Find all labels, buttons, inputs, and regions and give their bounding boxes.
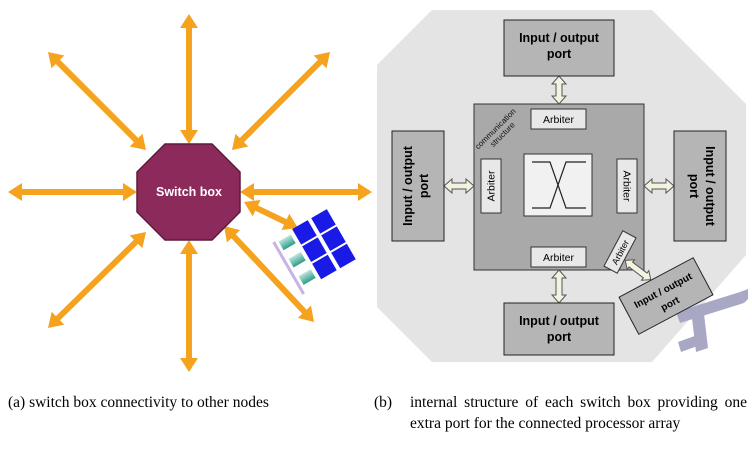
arbiter-bottom: Arbiter — [530, 246, 587, 268]
svg-text:port: port — [417, 173, 431, 198]
processor-array-silhouette — [676, 289, 748, 352]
arbiter-top: Arbiter — [530, 108, 587, 130]
arrow-to-processor-array — [244, 200, 298, 230]
crossbar-switch — [523, 153, 593, 217]
io-port-left[interactable]: Input / output port — [391, 130, 445, 242]
svg-text:Arbiter: Arbiter — [543, 114, 574, 126]
arrow-north — [180, 14, 198, 144]
switch-box-label: Switch box — [156, 185, 222, 199]
chip — [302, 237, 327, 262]
caption-a: (a) switch box connectivity to other nod… — [8, 394, 269, 411]
diagram-canvas: Switch box communication structure Arbit… — [8, 10, 748, 372]
svg-text:Arbiter: Arbiter — [543, 252, 574, 264]
svg-text:port: port — [687, 174, 701, 199]
caption-b: internal structure of each switch box pr… — [410, 394, 747, 432]
arbiter-left: Arbiter — [480, 158, 502, 214]
svg-text:Input / output: Input / output — [401, 145, 415, 226]
svg-text:Arbiter: Arbiter — [486, 170, 498, 201]
caption-b-label: (b) — [374, 394, 393, 411]
io-port-diagonal[interactable]: Input / output port — [618, 257, 714, 335]
arrow-south — [180, 240, 198, 372]
chip-grid — [278, 209, 356, 285]
link-arrow-diagonal — [624, 259, 652, 281]
chip — [321, 226, 346, 251]
link-arrows — [443, 75, 675, 304]
svg-text:Arbiter: Arbiter — [621, 171, 633, 202]
connection-arrows — [8, 14, 372, 372]
chip — [298, 269, 316, 285]
array-backbone — [272, 241, 305, 295]
svg-text:port: port — [547, 330, 572, 344]
arrow-southwest — [48, 232, 146, 328]
arrow-east — [240, 183, 372, 201]
svg-text:Input / output: Input / output — [519, 314, 600, 328]
chip — [278, 234, 296, 251]
switch-box — [136, 143, 241, 241]
chip — [312, 254, 337, 280]
svg-text:Input / output: Input / output — [703, 146, 717, 227]
io-port-bottom[interactable]: Input / output port — [503, 302, 615, 356]
svg-text:Input / output: Input / output — [519, 31, 600, 45]
arrow-southeast — [224, 226, 314, 322]
panel-a-connectivity: Switch box — [8, 14, 372, 372]
arrow-northeast — [232, 52, 330, 150]
arrow-west — [8, 183, 137, 201]
chip — [331, 243, 356, 269]
processor-array — [272, 209, 356, 295]
io-port-right[interactable]: Input / output port — [673, 130, 727, 242]
svg-text:port: port — [547, 47, 572, 61]
link-arrow-top — [550, 75, 568, 105]
arrow-northwest — [48, 52, 146, 150]
io-port-top[interactable]: Input / output port — [503, 19, 615, 77]
chip — [311, 209, 336, 234]
arbiter-right: Arbiter — [616, 158, 638, 214]
chip — [288, 251, 306, 268]
chip — [292, 220, 317, 245]
link-arrow-left — [443, 177, 475, 195]
panel-b-internal-structure: communication structure Arbiter Arbiter … — [377, 10, 748, 362]
